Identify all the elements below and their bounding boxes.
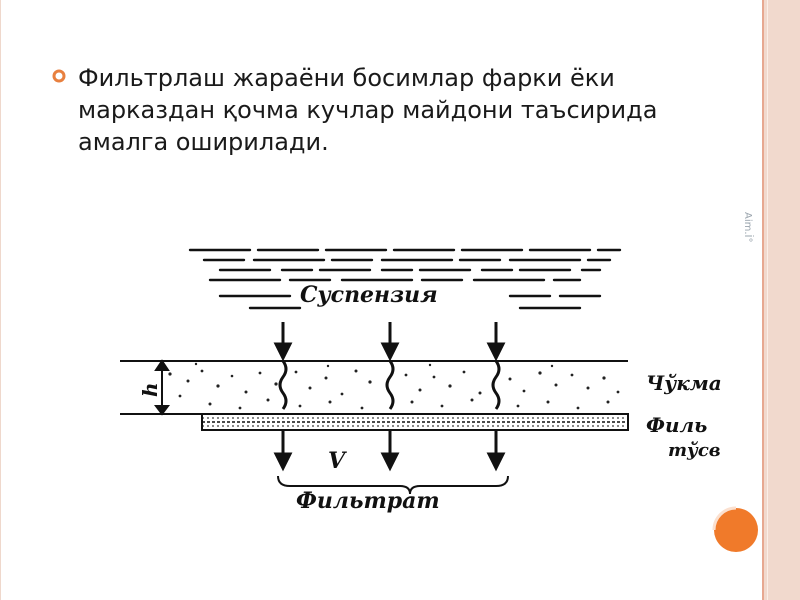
label-partition-line-1: Филь	[646, 413, 707, 437]
decorative-orange-circle-icon	[712, 506, 758, 552]
slide-right-frame	[764, 0, 800, 600]
cake-layer-dots	[168, 362, 620, 410]
label-suspension: Суспензия	[300, 282, 438, 308]
bullet-text: Фильтрлаш жараёни босимлар фарки ёки мар…	[78, 64, 658, 156]
height-dimension	[120, 359, 202, 416]
side-code-text: Aim.İ°	[742, 212, 753, 243]
filtrate-brace	[277, 475, 509, 495]
label-filtrate: Фильтрат	[296, 488, 440, 514]
frame-inner-line	[767, 0, 768, 600]
bullet-ring-icon	[52, 69, 66, 83]
filter-partition	[201, 413, 629, 431]
flow-arrow-1	[273, 322, 293, 472]
flow-arrow-3	[486, 322, 506, 472]
label-partition-line-2: тўсв	[668, 440, 721, 461]
frame-divider-line	[762, 0, 764, 600]
filtration-diagram: Суспензия h	[120, 248, 722, 514]
label-cake: Чўкма	[646, 371, 722, 395]
label-h: h	[138, 382, 162, 397]
flow-arrow-2	[380, 322, 400, 472]
label-v: V	[328, 448, 347, 474]
slide-left-border	[0, 0, 1, 600]
suspension-lines	[188, 248, 622, 310]
